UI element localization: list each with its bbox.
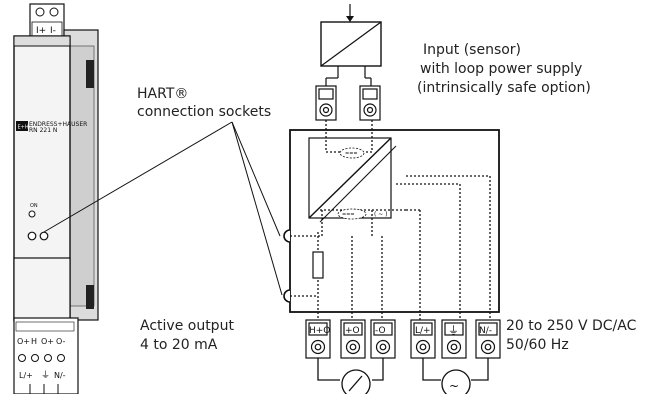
top-terminal-iminus: I- — [50, 26, 56, 36]
input-label-line2: with loop power supply — [420, 61, 582, 77]
ac-source-label: ~ — [449, 379, 459, 393]
brand-name: ENDRESS+HAUSER — [29, 121, 87, 128]
supply-terminals — [410, 319, 501, 359]
hart-socket-upper — [283, 229, 291, 243]
isolation-symbol — [337, 208, 367, 220]
terminal-l-plus: L/+ — [415, 326, 431, 336]
output-loop — [317, 358, 384, 394]
bottom-terminal-l: L/+ — [19, 371, 33, 380]
input-label-line3: (intrinsically safe option) — [417, 80, 591, 96]
terminal-n-minus: N/- — [479, 326, 492, 336]
bottom-terminal-ominus: O- — [56, 337, 66, 346]
terminal-minus-o: -O — [375, 326, 386, 336]
terminal-plus-o: +O — [345, 326, 360, 336]
supply-label-line1: 20 to 250 V DC/AC — [506, 318, 637, 334]
ac-source-icon — [441, 369, 471, 394]
supply-label-line2: 50/60 Hz — [506, 337, 569, 353]
output-label-line2: 4 to 20 mA — [140, 337, 218, 353]
device-module: I+ I- E+H ENDRESS+HAUSER RN 221 N ON O+ … — [13, 3, 99, 394]
terminal-hplus-o: H+O — [309, 326, 330, 336]
output-terminals — [305, 319, 396, 359]
isolation-label: === — [342, 212, 355, 218]
bottom-terminal-earth: ⏚ — [41, 370, 50, 381]
hart-socket-left — [27, 231, 37, 241]
hart-callout-lines — [43, 121, 283, 296]
led-label: ON — [30, 203, 38, 209]
dotted-wiring — [290, 120, 491, 330]
converter-label: === — [345, 151, 358, 157]
hart-socket-right — [39, 231, 49, 241]
ac-isolation-label: ( ~ ) — [374, 211, 388, 218]
output-label-line1: Active output — [140, 318, 234, 334]
hart-socket-lower — [283, 289, 291, 303]
isolator-box — [289, 129, 500, 313]
brand-logo-icon — [16, 121, 28, 131]
input-label-line1: Input (sensor) — [423, 42, 521, 58]
input-terminals — [315, 85, 381, 121]
power-led — [28, 210, 36, 218]
model-name: RN 221 N — [29, 127, 57, 134]
hart-label-line1: HART® — [137, 86, 188, 102]
bottom-terminal-h: H — [31, 337, 37, 346]
resistor-icon — [312, 251, 324, 279]
top-terminal-iplus: I+ — [36, 26, 46, 36]
supply-loop: ~ — [422, 358, 489, 394]
bottom-terminal-n: N/- — [54, 371, 66, 380]
bottom-terminal-oplus: O+ — [17, 337, 30, 346]
converter-symbol — [339, 147, 365, 159]
terminal-earth: ⏚ — [448, 324, 459, 337]
hart-label-line2: connection sockets — [137, 104, 271, 120]
brand-logo-text: E+H — [18, 125, 29, 131]
arrow-down-icon — [346, 16, 354, 22]
bottom-terminal-oplus2: O+ — [41, 337, 54, 346]
sensor-block — [320, 4, 382, 86]
